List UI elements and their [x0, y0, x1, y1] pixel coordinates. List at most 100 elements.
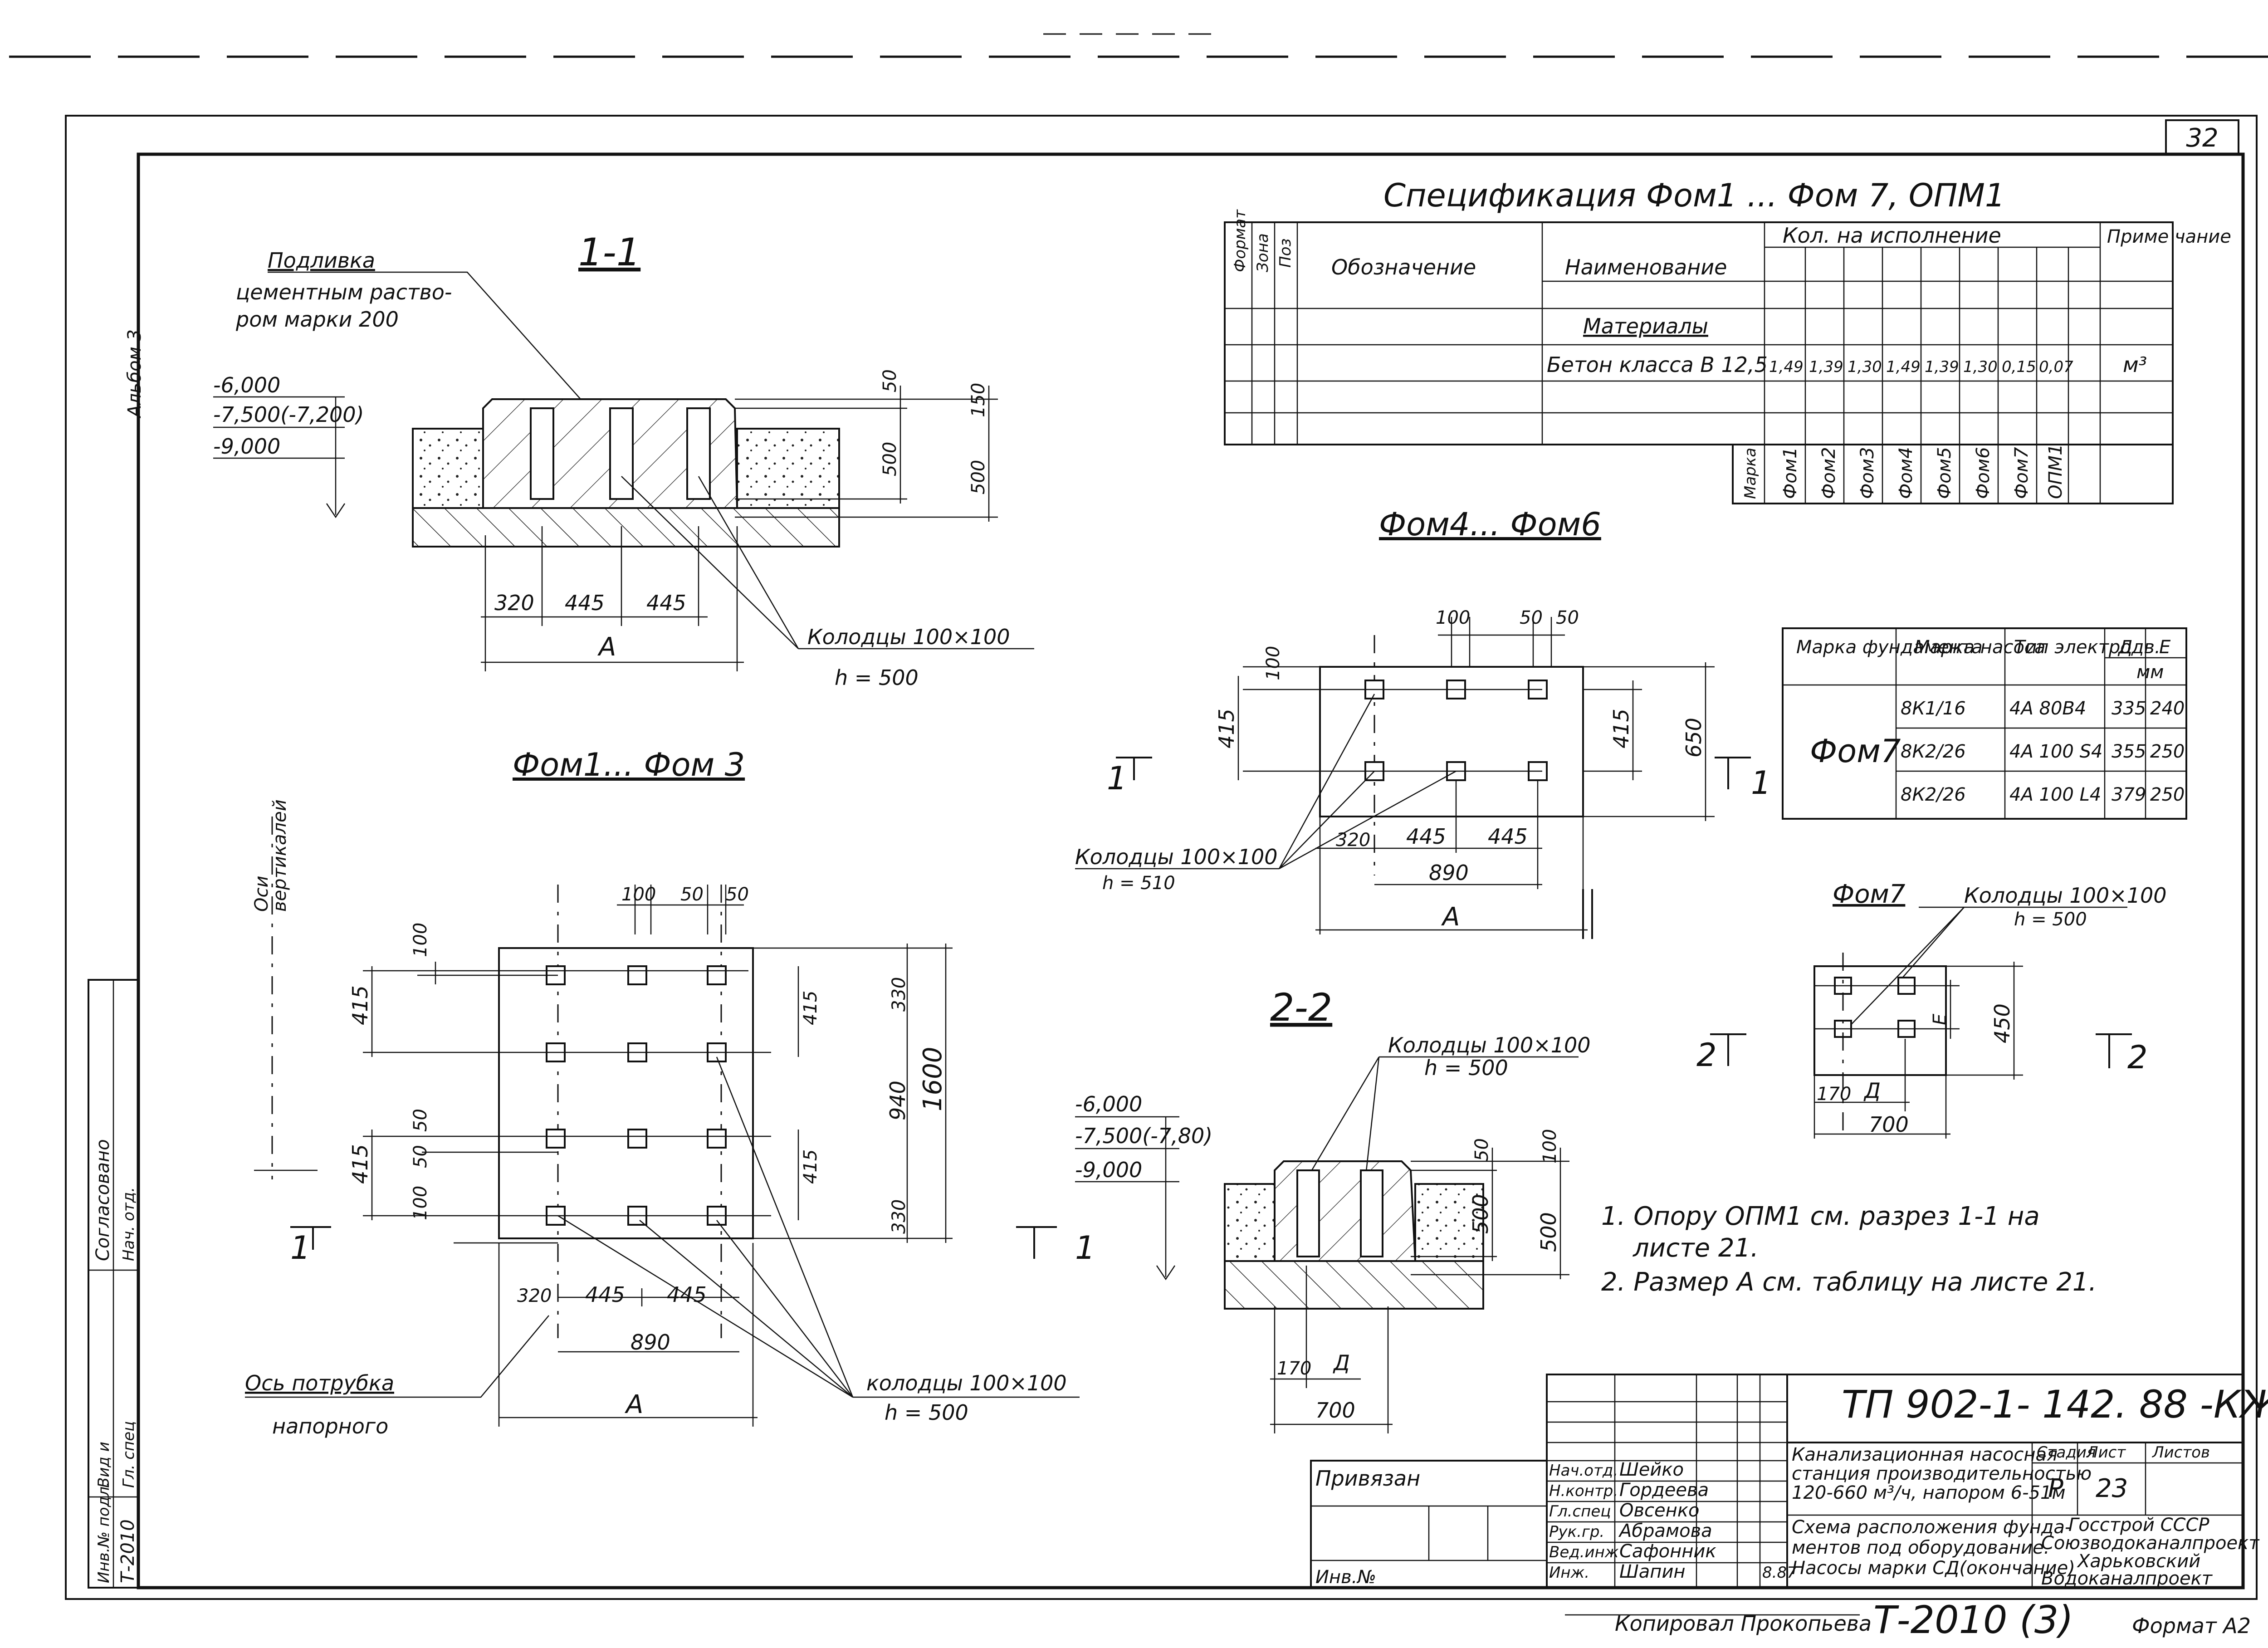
svg-text:A: A	[1441, 902, 1460, 932]
svg-text:h = 510: h = 510	[1102, 873, 1175, 894]
svg-text:Гордеева: Гордеева	[1619, 1480, 1709, 1501]
svg-text:100: 100	[410, 1186, 431, 1220]
svg-text:1600: 1600	[918, 1047, 948, 1111]
svg-text:Гл.спец: Гл.спец	[1549, 1502, 1611, 1521]
svg-text:Согласовано: Согласовано	[93, 1139, 113, 1261]
svg-text:Т-2010: Т-2010	[117, 1519, 138, 1583]
svg-text:ментов под оборудование.: ментов под оборудование.	[1792, 1537, 2049, 1558]
plan13-title: Фом1... Фом 3	[513, 746, 745, 783]
spec-col-name: Наименование	[1565, 255, 1727, 279]
svg-text:50: 50	[880, 369, 900, 392]
svg-text:Фом3: Фом3	[1857, 447, 1878, 499]
svg-text:2: 2	[2127, 1039, 2148, 1076]
svg-text:h = 500: h = 500	[2014, 909, 2087, 930]
svg-text:330: 330	[889, 1199, 909, 1234]
svg-text:415: 415	[1214, 709, 1239, 748]
svg-text:500: 500	[1536, 1212, 1561, 1252]
svg-text:23: 23	[2096, 1474, 2128, 1503]
svg-text:Д: Д	[2117, 637, 2132, 658]
svg-text:445: 445	[565, 591, 605, 615]
svg-text:Гл. спец: Гл. спец	[120, 1421, 138, 1488]
sheet-number: 32	[2186, 123, 2218, 153]
svg-text:1: 1	[1075, 1229, 1095, 1267]
svg-text:1: 1	[1751, 764, 1771, 802]
svg-text:Фом4: Фом4	[1896, 447, 1916, 499]
album-label: Альбом 3	[124, 329, 145, 419]
svg-text:вертикалей: вертикалей	[269, 799, 290, 912]
svg-text:1: 1	[290, 1229, 311, 1267]
svg-text:Инж.: Инж.	[1549, 1564, 1589, 1582]
svg-text:8К2/26: 8К2/26	[1901, 741, 1966, 762]
svg-text:500: 500	[1468, 1194, 1493, 1234]
side-stamp: Согласовано Нач. отд. Вид и Гл. спец Инв…	[88, 979, 139, 1589]
sheet-number-box	[2165, 119, 2239, 155]
svg-text:50: 50	[726, 884, 749, 905]
outer-frame	[65, 115, 2258, 1600]
svg-text:Листов: Листов	[2151, 1443, 2210, 1462]
svg-text:50: 50	[410, 1145, 431, 1168]
svg-text:h = 500: h = 500	[835, 665, 919, 690]
plan7-title: Фом7	[1833, 880, 1906, 909]
svg-text:-7,500(-7,80): -7,500(-7,80)	[1075, 1124, 1212, 1148]
svg-text:890: 890	[1429, 861, 1469, 885]
svg-text:Марка: Марка	[1741, 448, 1760, 499]
svg-text:станция производительностью: станция производительностью	[1792, 1463, 2092, 1484]
svg-text:A: A	[597, 632, 616, 662]
svg-text:450: 450	[1990, 1003, 2014, 1043]
svg-text:2: 2	[1696, 1037, 1717, 1074]
svg-text:50: 50	[410, 1109, 431, 1132]
section-2-2: 2-2 Колодцы 100×100 h = 500 -6,000 -7,50…	[1075, 985, 1591, 1433]
svg-text:320: 320	[1336, 830, 1370, 851]
svg-text:h = 500: h = 500	[885, 1400, 968, 1425]
svg-text:Р: Р	[2048, 1474, 2063, 1503]
table-fom7: Марка фундамента Марка насоса Тип электр…	[1782, 627, 2187, 820]
svg-text:Инв.№: Инв.№	[1315, 1567, 1376, 1588]
spec-col-note: Приме чание	[2107, 226, 2231, 247]
title-block: Привязан Инв.№ ТП 902-1- 142. 88 -КЖ1 На…	[1310, 1374, 2268, 1589]
svg-text:1,49: 1,49	[1769, 358, 1804, 376]
svg-text:Д: Д	[1333, 1350, 1350, 1375]
svg-text:100: 100	[410, 923, 431, 957]
inner-frame	[137, 152, 2245, 1589]
svg-text:8К1/16: 8К1/16	[1901, 698, 1966, 719]
section-1-1-title: 1-1	[578, 230, 640, 274]
svg-text:0,07: 0,07	[2039, 358, 2073, 376]
spec-col-qty: Кол. на исполнение	[1783, 223, 2001, 248]
svg-text:h = 500: h = 500	[1424, 1056, 1508, 1080]
svg-text:0,15: 0,15	[2002, 358, 2036, 376]
sheet-format: Формат А2	[2132, 1614, 2251, 1638]
svg-text:Подливка: Подливка	[268, 248, 375, 273]
section-2-2-title: 2-2	[1270, 985, 1332, 1030]
svg-text:335: 335	[2112, 698, 2146, 719]
svg-text:320: 320	[494, 591, 534, 615]
svg-text:ОПМ1: ОПМ1	[2045, 444, 2066, 499]
svg-text:415: 415	[800, 991, 821, 1025]
svg-text:4А 80В4: 4А 80В4	[2009, 698, 2086, 719]
svg-text:Лист: Лист	[2086, 1443, 2126, 1462]
svg-text:Фом6: Фом6	[1973, 447, 1994, 499]
svg-text:4А 100 L4: 4А 100 L4	[2009, 784, 2101, 805]
svg-text:Нач.отд.: Нач.отд.	[1549, 1462, 1618, 1480]
svg-text:415: 415	[1609, 709, 1633, 748]
plan13-wells	[546, 965, 727, 1226]
plan-fom7: Фом7 Колодцы 100×100 h = 500 Е 450 170 Д	[1696, 880, 2167, 1139]
svg-text:Оси: Оси	[251, 876, 272, 912]
svg-text:ром марки 200: ром марки 200	[235, 307, 399, 332]
svg-text:Канализационная насосная: Канализационная насосная	[1792, 1444, 2058, 1465]
svg-text:Овсенко: Овсенко	[1619, 1500, 1699, 1521]
note-2: 2. Размер А см. таблицу на листе 21.	[1601, 1267, 2097, 1297]
svg-text:890: 890	[631, 1330, 670, 1355]
svg-text:415: 415	[348, 985, 372, 1025]
svg-text:700: 700	[1315, 1398, 1355, 1423]
svg-text:Союзводоканалпроект: Союзводоканалпроект	[2041, 1533, 2260, 1554]
svg-text:Инв.№ подл.: Инв.№ подл.	[95, 1482, 113, 1583]
table7-rows: 8К1/16 4А 80В4 335 240 8К2/26 4А 100 S4 …	[1901, 698, 2185, 805]
svg-text:8.87: 8.87	[1762, 1564, 1797, 1582]
stamp-roles: Нач.отд. Н.контр. Гл.спец Рук.гр. Вед.ин…	[1549, 1462, 1619, 1582]
svg-text:500: 500	[880, 442, 900, 476]
svg-text:Нач. отд.: Нач. отд.	[120, 1187, 138, 1261]
svg-text:Н.контр.: Н.контр.	[1549, 1482, 1618, 1500]
svg-text:50: 50	[680, 884, 704, 905]
svg-text:Вид и: Вид и	[95, 1442, 113, 1488]
